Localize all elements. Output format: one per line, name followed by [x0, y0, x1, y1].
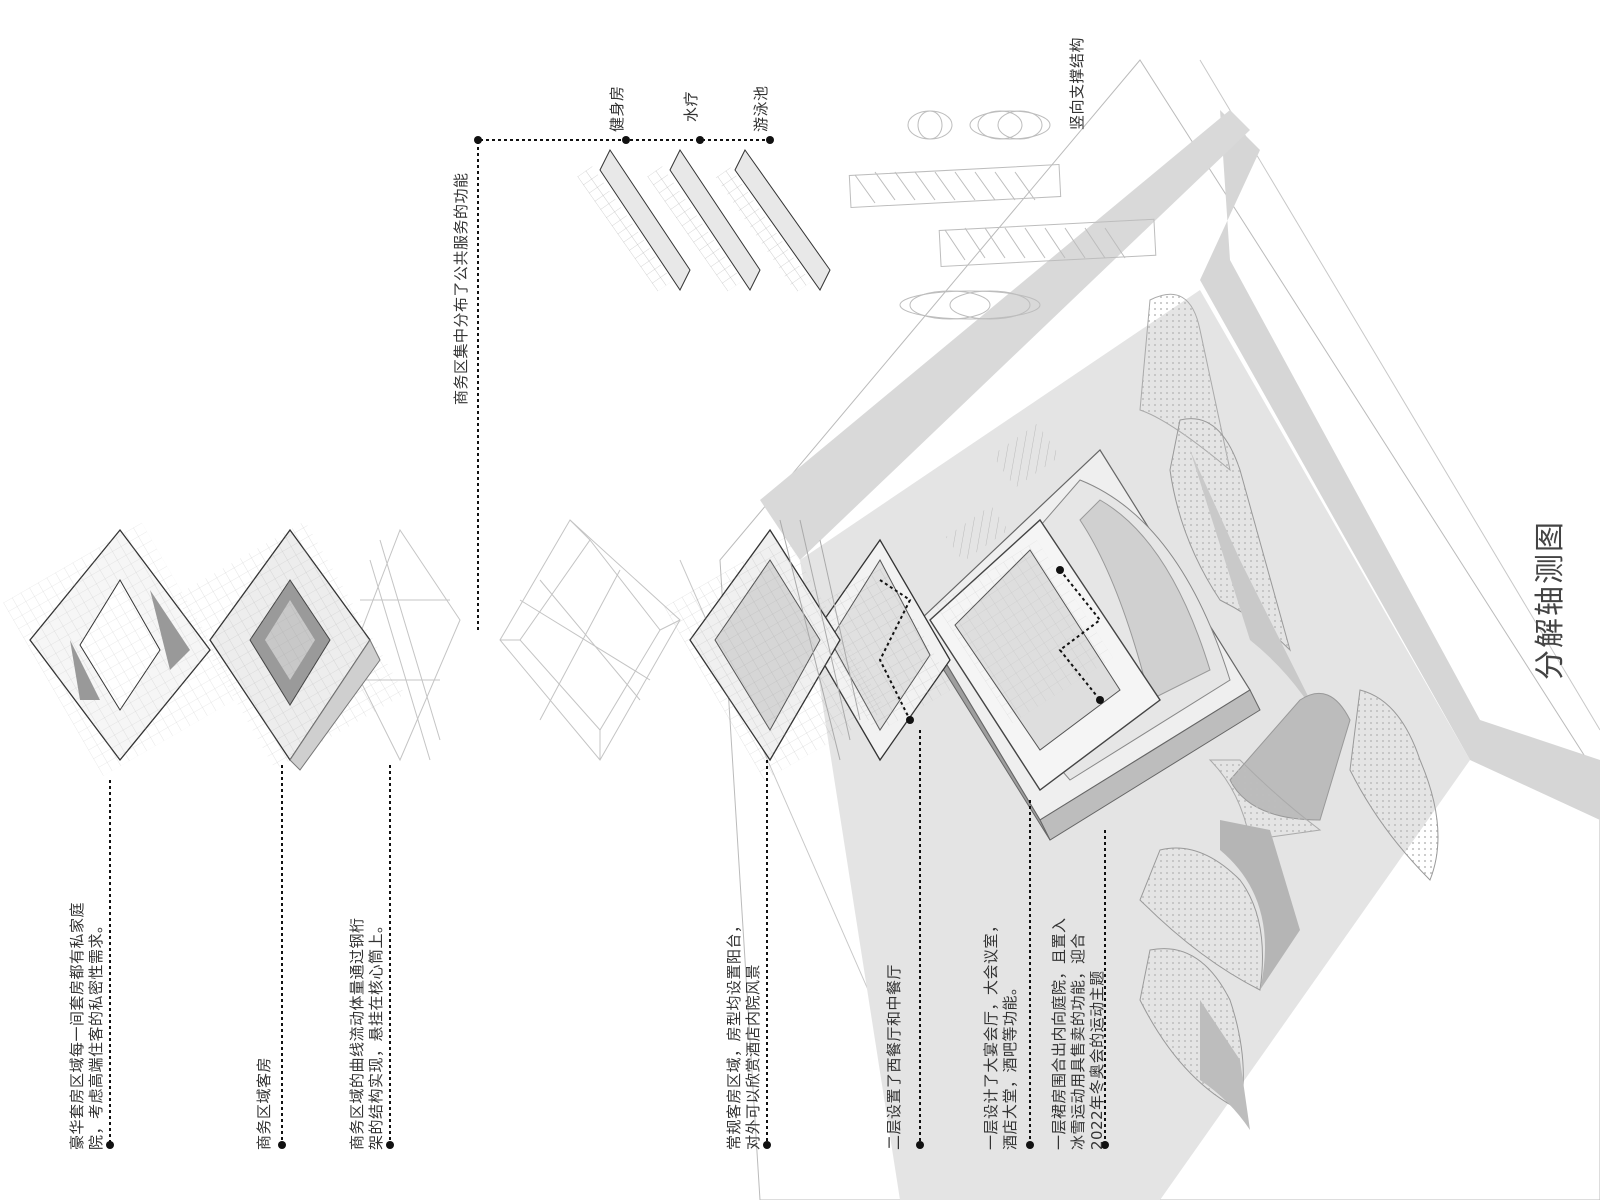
second-floor-block [806, 538, 954, 762]
label-text: 竖向支撑结构 [1068, 36, 1086, 130]
annotation-line: 一层裙房围合出内向庭院，且置入 [1050, 917, 1068, 1150]
leader-lines [109, 139, 1106, 1145]
annotation-line: 院，考虑高端住客的私密性需求。 [87, 917, 105, 1150]
luxury-suites-block [3, 522, 242, 776]
annotation-line: 对外可以欣赏酒店内院风景 [744, 963, 762, 1150]
annotation-regular-rooms: 常规客房区域，房型均设置阳台， 对外可以欣赏酒店内院风景 [725, 917, 763, 1150]
regular-rooms-block [664, 519, 886, 781]
annotation-public-service: 商务区集中分布了公共服务的功能 [452, 172, 471, 405]
label-pool: 游泳池 [752, 85, 771, 132]
podium-block [919, 449, 1261, 841]
annotation-steel-truss: 商务区域的曲线流动体量通过钢桁 架的结构实现，悬挂在核心筒上。 [348, 917, 386, 1150]
annotation-line: 2022年冬奥会的运动主题 [1088, 970, 1106, 1150]
annotation-luxury-suites: 豪华套房区域每一间套房都有私家庭 院，考虑高端住客的私密性需求。 [68, 902, 106, 1150]
annotation-line: 商务区域客房 [255, 1056, 273, 1150]
label-text: 健身房 [608, 85, 626, 132]
annotation-ground-floor: 一层设计了大宴会厅，大会议室， 酒店大堂，酒吧等功能。 [982, 917, 1020, 1150]
business-rooms-block [175, 520, 405, 771]
annotation-line: 豪华套房区域每一间套房都有私家庭 [68, 901, 86, 1150]
annotation-business-rooms: 商务区域客房 [255, 1057, 274, 1150]
annotation-line: 一层设计了大宴会厅，大会议室， [982, 917, 1000, 1150]
annotation-podium: 一层裙房围合出内向庭院，且置入 冰雪运动用具售卖的功能，迎合 2022年冬奥会的… [1050, 917, 1107, 1150]
steel-truss-frame [349, 519, 681, 762]
annotation-line: 常规客房区域，房型均设置阳台， [725, 917, 743, 1150]
label-vertical-structure: 竖向支撑结构 [1068, 37, 1087, 130]
label-text: 水疗 [682, 90, 700, 122]
label-spa: 水疗 [682, 91, 701, 122]
annotation-line: 商务区域的曲线流动体量通过钢桁 [348, 917, 366, 1150]
annotation-restaurants: 二层设置了西餐厅和中餐厅 [885, 964, 904, 1150]
annotation-line: 商务区集中分布了公共服务的功能 [452, 172, 470, 405]
label-gym: 健身房 [608, 85, 627, 132]
diagram-title: 分解轴测图 [1533, 520, 1568, 680]
vertical-structures [848, 110, 1157, 320]
annotation-line: 二层设置了西餐厅和中餐厅 [885, 963, 903, 1150]
label-text: 游泳池 [752, 85, 770, 132]
leader-dots [106, 136, 1109, 1149]
annotation-line: 冰雪运动用具售卖的功能，迎合 [1069, 932, 1087, 1150]
annotation-line: 架的结构实现，悬挂在核心筒上。 [367, 917, 385, 1150]
public-service-modules [577, 149, 831, 293]
annotation-line: 酒店大堂，酒吧等功能。 [1001, 979, 1019, 1150]
